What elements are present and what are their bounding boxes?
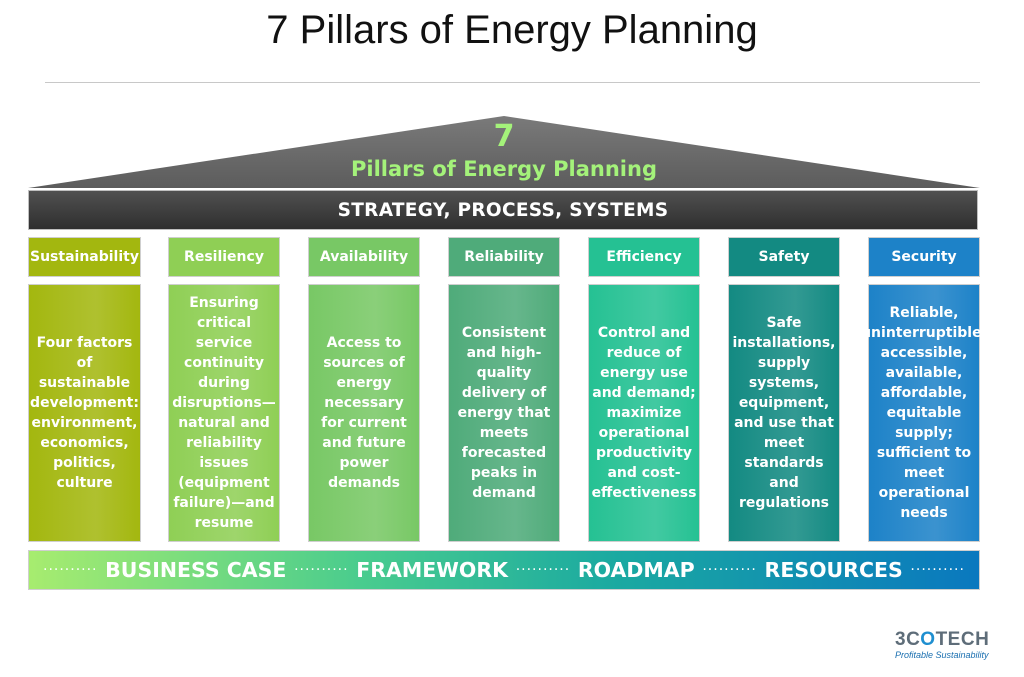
foundation-item-roadmap: ROADMAP xyxy=(577,558,695,582)
foundation-item-framework: FRAMEWORK xyxy=(356,558,509,582)
roof-subtitle: Pillars of Energy Planning xyxy=(351,157,657,181)
logo-wordmark: 3COTECH xyxy=(895,629,990,650)
strategy-band: STRATEGY, PROCESS, SYSTEMS xyxy=(28,190,978,230)
roof-number: 7 xyxy=(493,119,515,154)
foundation-band: ·········· BUSINESS CASE ·········· FRAM… xyxy=(28,550,980,590)
pillar-safety: Safety Safe installations, supply system… xyxy=(728,237,840,542)
pillar-label: Sustainability xyxy=(28,237,141,277)
dotted-separator: ·········· xyxy=(702,562,757,578)
pillar-resiliency: Resiliency Ensuring critical service con… xyxy=(168,237,280,542)
pillar-description: Access to sources of energy necessary fo… xyxy=(308,284,420,542)
dotted-separator: ·········· xyxy=(515,562,571,578)
pillar-description: Safe installations, supply systems, equi… xyxy=(728,284,840,542)
roof-triangle xyxy=(28,116,980,188)
pillar-label: Security xyxy=(868,237,980,277)
page-title: 7 Pillars of Energy Planning xyxy=(266,8,758,52)
strategy-band-label: STRATEGY, PROCESS, SYSTEMS xyxy=(337,199,669,221)
pillar-label: Resiliency xyxy=(168,237,280,277)
pillar-availability: Availability Access to sources of energy… xyxy=(308,237,420,542)
foundation-item-resources: RESOURCES xyxy=(764,558,903,582)
pillar-label: Reliability xyxy=(448,237,560,277)
dotted-separator: ·········· xyxy=(910,562,965,578)
title-divider xyxy=(45,82,980,83)
pillar-label: Availability xyxy=(308,237,420,277)
pillar-description: Four factors of sustainable development:… xyxy=(28,284,141,542)
company-logo: 3COTECH Profitable Sustainability xyxy=(895,629,995,660)
pillar-description: Ensuring critical service continuity dur… xyxy=(168,284,280,542)
dotted-separator: ·········· xyxy=(294,562,349,578)
dotted-separator: ·········· xyxy=(43,562,98,578)
pillar-sustainability: Sustainability Four factors of sustainab… xyxy=(28,237,141,542)
logo-tagline: Profitable Sustainability xyxy=(895,650,989,660)
pillar-efficiency: Efficiency Control and reduce of energy … xyxy=(588,237,700,542)
pillar-label: Efficiency xyxy=(588,237,700,277)
foundation-item-business-case: BUSINESS CASE xyxy=(105,558,287,582)
pillar-description: Consistent and high-quality delivery of … xyxy=(448,284,560,542)
pillar-security: Security Reliable, uninterruptible, acce… xyxy=(861,237,987,542)
pillar-reliability: Reliability Consistent and high-quality … xyxy=(448,237,560,542)
pillar-description: Reliable, uninterruptible, accessible, a… xyxy=(861,284,987,542)
pillar-description: Control and reduce of energy use and dem… xyxy=(588,284,700,542)
logo-power-icon: O xyxy=(920,629,936,650)
pillar-label: Safety xyxy=(728,237,840,277)
